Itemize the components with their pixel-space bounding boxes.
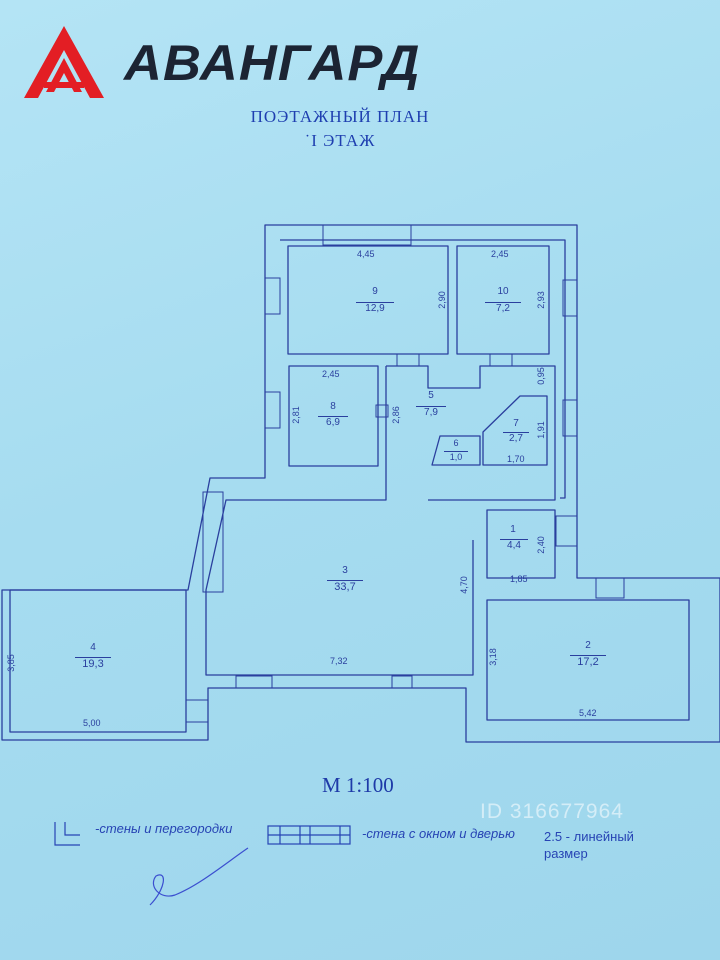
window-mark: [202, 491, 224, 593]
legend-linear-text-2: размер: [544, 846, 588, 861]
room-area-7: 2,7: [503, 432, 529, 444]
legend-linear-text: 2.5 - линейный: [544, 829, 634, 844]
door-mark: [396, 353, 420, 367]
room-number-4: 4: [90, 642, 96, 653]
dim-r7-width: 1,70: [507, 454, 525, 464]
room-number-2: 2: [585, 640, 591, 651]
room-6-outline: [431, 435, 481, 466]
room-area-4: 19,3: [75, 657, 111, 670]
brand-logo: АВАНГАРД: [24, 26, 424, 100]
room-area-5: 7,9: [416, 406, 446, 418]
page-title: ПОЭТАЖНЫЙ ПЛАН: [250, 107, 430, 126]
room-area-9: 12,9: [356, 302, 394, 314]
dim-r3-width: 7,32: [330, 656, 348, 666]
room-number-8: 8: [330, 401, 336, 412]
legend-window-symbol: [267, 825, 351, 845]
dim-r1-width: 1,85: [510, 574, 528, 584]
window-mark: [562, 399, 578, 437]
door-mark: [375, 404, 389, 418]
room-area-1: 4,4: [500, 539, 528, 551]
room-number-9: 9: [372, 286, 378, 297]
window-mark: [322, 224, 412, 246]
room-number-7: 7: [513, 418, 519, 429]
signature-mark: [149, 847, 249, 906]
room-2-outline: [486, 599, 690, 721]
outer-wall: [1, 224, 720, 743]
window-mark: [391, 675, 413, 689]
room-4-outline: [9, 589, 187, 733]
window-mark: [264, 391, 281, 429]
room-5-outline: [205, 365, 556, 676]
window-mark: [595, 577, 625, 599]
legend-wall-symbol: [54, 822, 80, 846]
dim-r9-width: 4,45: [357, 249, 375, 259]
room-area-3: 33,7: [327, 580, 363, 593]
scale-label: М 1:100: [322, 773, 394, 797]
brand-logo-icon: [24, 26, 104, 98]
dim-r4-width: 5,00: [83, 718, 101, 728]
room-9-outline: [287, 245, 449, 355]
window-mark: [562, 279, 578, 317]
window-mark: [185, 699, 209, 723]
window-mark: [555, 515, 578, 547]
room-number-5: 5: [428, 390, 434, 401]
room-area-10: 7,2: [485, 302, 521, 314]
room-1-outline: [486, 509, 556, 579]
room-number-1: 1: [510, 524, 516, 535]
watermark: ID 316677964: [480, 800, 624, 823]
legend-window-text: -стена с окном и дверью: [362, 826, 515, 841]
room-number-6: 6: [453, 438, 459, 448]
room-area-6: 1,0: [444, 451, 468, 462]
room-number-3: 3: [342, 565, 348, 576]
room-area-8: 6,9: [318, 416, 348, 428]
room-7-outline: [482, 395, 548, 466]
door-mark: [489, 353, 513, 367]
legend-walls-text: -стены и перегородки: [95, 821, 233, 836]
window-mark: [235, 675, 273, 689]
room-8-outline: [288, 365, 379, 467]
window-mark: [264, 277, 281, 315]
dim-r10-width: 2,45: [491, 249, 509, 259]
room-number-10: 10: [497, 286, 509, 297]
dim-r8-width: 2,45: [322, 369, 340, 379]
inner-wall-outline: [280, 239, 566, 499]
room-area-2: 17,2: [570, 655, 606, 668]
brand-name: АВАНГАРД: [124, 35, 421, 91]
floor-label: ˙I ЭТАЖ: [304, 131, 376, 150]
dim-r2-width: 5,42: [579, 708, 597, 718]
